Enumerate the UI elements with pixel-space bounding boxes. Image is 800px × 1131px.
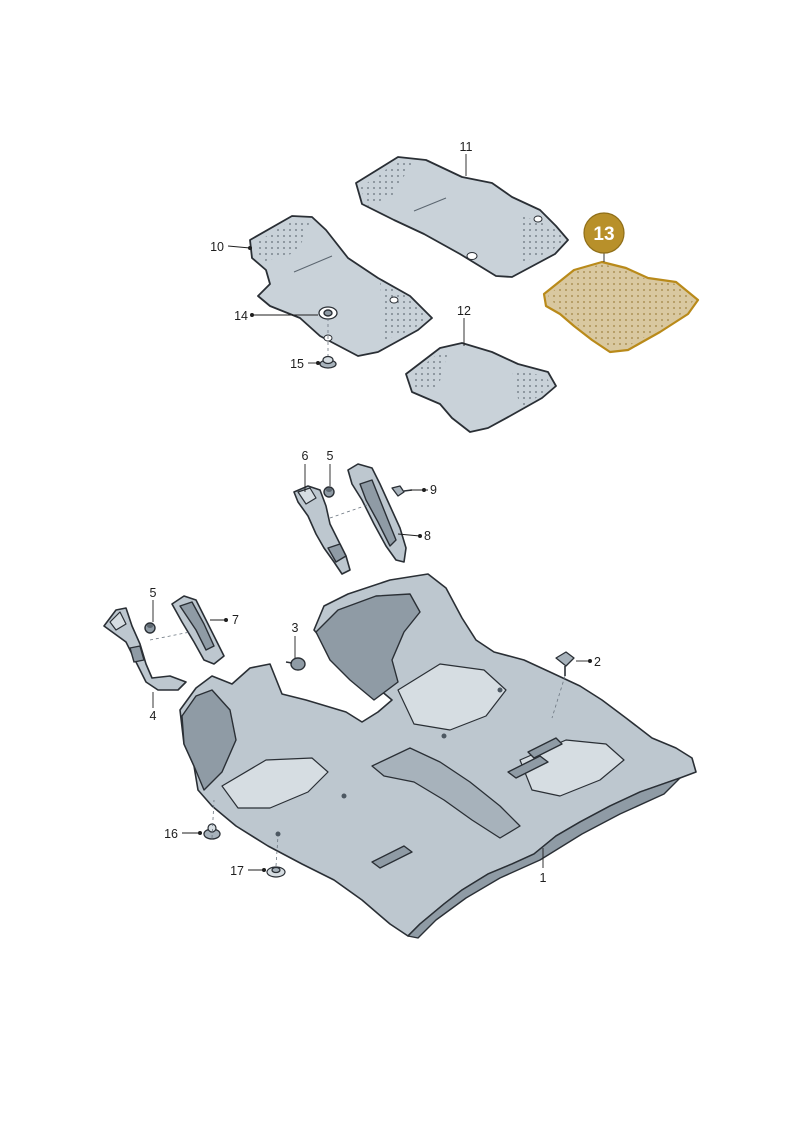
callout-14: 14 <box>234 309 248 323</box>
floor-mat-13-highlighted[interactable] <box>542 260 700 354</box>
callout-labels: 11 10 12 14 15 6 5 9 8 5 7 3 2 4 16 17 1 <box>150 140 601 885</box>
bracket-4[interactable] <box>103 607 187 691</box>
callout-12: 12 <box>457 304 471 318</box>
callout-8: 8 <box>424 529 431 543</box>
callout-6: 6 <box>302 449 309 463</box>
callout-11: 11 <box>460 140 473 154</box>
clip-5-lower[interactable] <box>144 622 156 634</box>
highlight-badge-13[interactable]: 13 <box>583 212 625 254</box>
callout-4: 4 <box>150 709 157 723</box>
callout-9: 9 <box>430 483 437 497</box>
callout-3: 3 <box>292 621 299 635</box>
clip-14[interactable] <box>318 306 338 320</box>
callout-17: 17 <box>230 864 244 878</box>
clip-17[interactable] <box>266 866 286 878</box>
callout-5-lower: 5 <box>150 586 157 600</box>
clip-16[interactable] <box>203 823 221 840</box>
callout-5-upper: 5 <box>327 449 334 463</box>
clip-15[interactable] <box>319 355 337 369</box>
clip-3[interactable] <box>285 657 306 671</box>
panel-8[interactable] <box>347 463 407 563</box>
callout-2: 2 <box>594 655 601 669</box>
bracket-6[interactable] <box>293 485 351 575</box>
floor-mat-11[interactable] <box>355 156 569 278</box>
floor-mat-12[interactable] <box>405 342 557 433</box>
clip-5-upper[interactable] <box>323 486 335 498</box>
callout-16: 16 <box>164 827 178 841</box>
clip-2[interactable] <box>555 651 575 676</box>
badge-label-13: 13 <box>593 224 614 245</box>
panel-7[interactable] <box>171 595 225 665</box>
floor-mat-10[interactable] <box>249 215 433 357</box>
floor-carpet-1[interactable] <box>179 573 697 939</box>
callout-10: 10 <box>210 240 224 254</box>
callout-15: 15 <box>290 357 304 371</box>
callout-7: 7 <box>232 613 239 627</box>
callout-1: 1 <box>540 871 547 885</box>
screw-9[interactable] <box>391 485 413 497</box>
leader-lines <box>149 154 605 872</box>
